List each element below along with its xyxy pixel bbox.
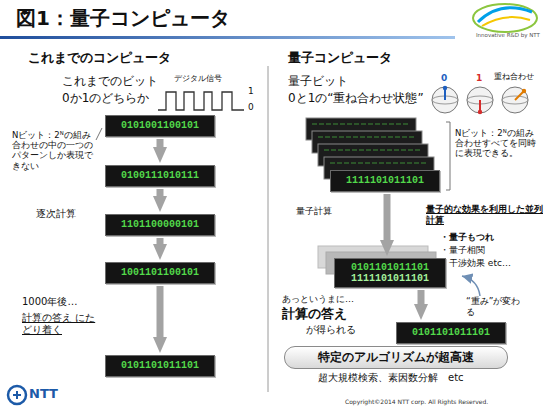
- label: ・量子もつれ: [440, 232, 494, 243]
- label: 量子コンピュータ: [288, 50, 392, 66]
- bit-register: 0100111010111: [105, 165, 215, 187]
- label: Innovative R&D by NTT: [476, 32, 540, 39]
- label: 0: [441, 73, 447, 84]
- label: Copyright©2014 NTT corp. All Rights Rese…: [345, 398, 488, 405]
- bloch-spheres: [432, 86, 528, 114]
- bit-string: 0100111010111: [121, 170, 199, 182]
- divider: [268, 66, 269, 392]
- label: 逐次計算: [36, 208, 76, 220]
- weight-arrow: [462, 276, 480, 296]
- bit-register: 0101101011101: [396, 322, 506, 344]
- bit-register: 0101101011101: [105, 355, 215, 377]
- bit-register: 1001101100101: [105, 262, 215, 284]
- label: 0か1のどちらか: [62, 91, 149, 105]
- bit-register: 1111101011101: [330, 170, 440, 192]
- label: 超大規模検索、素因数分解 etc: [318, 372, 464, 384]
- bit-register: 1101100000101: [105, 214, 215, 236]
- highlight-box: 特定のアルゴリズムが超高速: [284, 346, 508, 369]
- label: が得られる: [306, 324, 356, 336]
- label: 重ね合わせ: [494, 72, 534, 82]
- label: 量子計算: [296, 206, 332, 217]
- label: “重み”が変わる: [466, 296, 526, 318]
- label: 計算の答え にたどり着く: [22, 312, 102, 336]
- label: ・干渉効果 etc…: [440, 258, 511, 269]
- leader-line: [96, 128, 102, 140]
- label: NTT: [29, 386, 58, 402]
- flow-arrow: [157, 286, 164, 343]
- logo: [473, 4, 537, 32]
- bit-register: 0101001100101: [105, 115, 215, 137]
- title: 図1：量子コンピュータ: [16, 6, 230, 30]
- label: 計算の答え: [282, 306, 347, 322]
- label: 0と1の“重ね合わせ状態”: [288, 91, 424, 105]
- label: ・量子相関: [440, 245, 485, 256]
- bit-string: 1101100000101: [121, 219, 199, 231]
- bit-string: 0101101011101: [121, 360, 199, 372]
- bit-string: 1111101011101: [351, 273, 429, 284]
- highlight-text: 特定のアルゴリズムが超高速: [318, 350, 474, 364]
- digital-waveform: [158, 92, 244, 110]
- label: デジタル信号: [174, 74, 222, 84]
- title-bar: [0, 36, 455, 39]
- label: これまでのコンピュータ: [28, 50, 171, 66]
- bit-string: 0101001100101: [121, 120, 199, 132]
- label: 1000年後…: [22, 296, 77, 308]
- ntt-logo: [8, 386, 26, 404]
- label: あっというまに…: [282, 294, 354, 305]
- bit-string: 1111101011101: [346, 175, 424, 187]
- bracket: [446, 122, 450, 190]
- label: Nビット：2ᴺの組み合わせの中の一つのパターンしか表現できない: [12, 130, 96, 171]
- bit-string: 0101101011101: [412, 327, 490, 339]
- bit-string: 1001101100101: [121, 267, 199, 279]
- flow-arrow: [384, 194, 391, 246]
- flow-arrow: [157, 238, 164, 250]
- flow-arrow: [157, 139, 164, 153]
- label: 量子ビット: [288, 74, 348, 88]
- label: 量子的な効果を利用した並列計算: [426, 204, 544, 226]
- label: 0: [248, 102, 254, 113]
- label: 1: [248, 86, 254, 97]
- label: これまでのビット: [62, 74, 158, 88]
- bit-register: 01011010111011111101011101: [334, 258, 446, 288]
- flow-arrow: [418, 290, 425, 310]
- bit-string: 0101101011101: [351, 262, 429, 273]
- flow-arrow: [157, 189, 164, 202]
- label: 1: [476, 73, 482, 84]
- label: Nビット：2ᴺの組み合わせすべてを同時に表現できる。: [455, 128, 541, 159]
